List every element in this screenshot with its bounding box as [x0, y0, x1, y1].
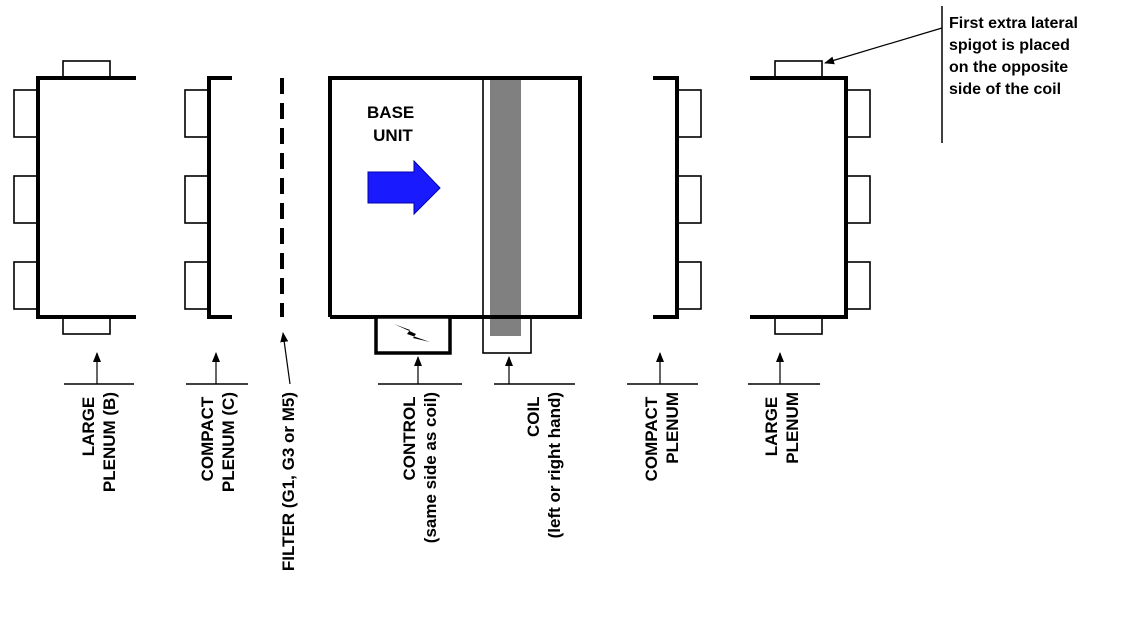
side-spigot — [184, 89, 210, 138]
plenum-body — [36, 76, 136, 319]
plenum-body — [207, 76, 232, 319]
side-spigot — [845, 175, 871, 224]
label-coil: COIL (left or right hand) — [524, 392, 564, 538]
label-filter: FILTER (G1, G3 or M5) — [279, 392, 298, 571]
bottom-spigot — [774, 316, 823, 335]
note-text: First extra lateral spigot is placed on … — [949, 15, 1082, 98]
unit-body — [328, 76, 582, 319]
plenum-body — [750, 76, 848, 319]
label-large-plenum-b: LARGE PLENUM (B) — [79, 392, 119, 492]
airflow-arrow-icon — [367, 159, 441, 216]
side-spigot — [13, 261, 39, 310]
large-plenum-right — [750, 60, 871, 335]
side-spigot — [184, 175, 210, 224]
side-spigot — [845, 89, 871, 138]
side-spigot — [676, 89, 702, 138]
side-spigot — [13, 89, 39, 138]
compact-plenum-c — [184, 76, 232, 319]
leaders — [64, 332, 820, 385]
side-spigot — [184, 261, 210, 310]
label-compact-plenum: COMPACT PLENUM — [642, 392, 682, 481]
annotation-note: First extra lateral spigot is placed on … — [824, 6, 1082, 143]
plenum-body — [653, 76, 679, 319]
bottom-spigot — [62, 316, 111, 335]
label-compact-plenum-c: COMPACT PLENUM (C) — [198, 392, 238, 492]
base-unit-label: BASE UNIT — [367, 103, 419, 145]
side-spigot — [845, 261, 871, 310]
label-large-plenum: LARGE PLENUM — [762, 392, 802, 464]
lightning-icon — [394, 324, 430, 342]
side-spigot — [676, 175, 702, 224]
coil-element — [490, 78, 521, 336]
note-leader — [824, 27, 943, 65]
top-spigot — [774, 60, 823, 79]
large-plenum-b — [13, 60, 136, 335]
top-spigot — [62, 60, 111, 79]
base-unit: BASE UNIT — [328, 76, 582, 355]
label-control: CONTROL (same side as coil) — [400, 392, 440, 543]
compact-plenum-right — [653, 76, 702, 319]
side-spigot — [13, 175, 39, 224]
side-spigot — [676, 261, 702, 310]
